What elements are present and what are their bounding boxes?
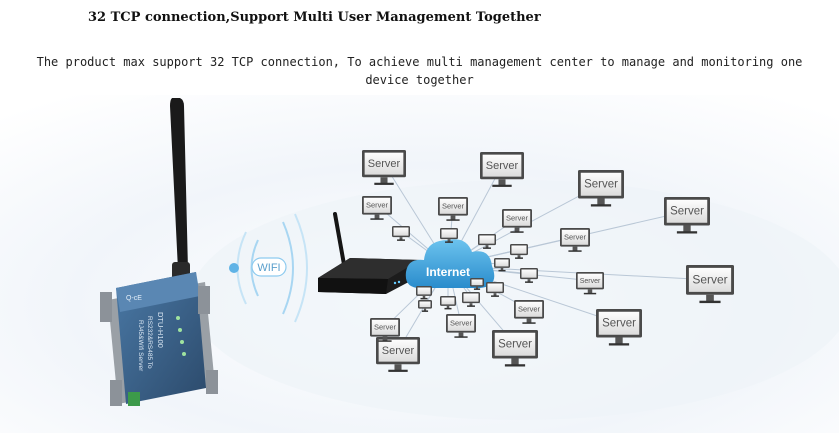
router-icon [318,212,420,294]
server-icon: Server [686,265,734,304]
server-label: Server [670,206,704,218]
wifi-label: WIFI [257,262,280,274]
server-icon [418,300,432,312]
server-label: Server [506,214,529,223]
server-label: Server [366,201,389,210]
server-icon: Server [596,309,642,346]
server-label: Server [584,179,618,191]
server-icon [478,234,496,249]
wifi-signal-icon: WIFI [229,213,308,323]
server-label: Server [374,323,397,332]
server-label: Server [450,319,473,328]
device-model: DTU-H100 [156,312,165,348]
internet-label: Internet [426,265,470,279]
server-icon: Server [438,197,468,221]
server-label: Server [368,158,401,170]
server-label: Server [382,345,415,357]
server-label: Server [518,305,541,314]
server-icon: Server [446,314,476,338]
server-icon: Server [370,318,400,342]
device-line1: RS232&RS485 To [146,316,153,369]
server-label: Server [692,272,727,286]
server-icon [520,268,538,283]
server-icon: Server [578,170,624,207]
server-icon [392,226,410,241]
server-icon [470,278,484,290]
server-icon: Server [576,272,604,295]
server-icon: Server [480,152,524,187]
server-icon [462,292,480,307]
device-line2: RJ45&Wifi Server [137,320,144,372]
page-description: The product max support 32 TCP connectio… [36,55,803,87]
server-icon: Server [560,228,590,252]
server-icon: Server [514,300,544,324]
server-label: Server [498,339,532,351]
server-icon: Server [664,197,710,234]
server-icon: Server [376,337,420,372]
server-icon [510,244,528,259]
server-icon: Server [492,330,538,367]
server-icon: Server [362,196,392,220]
server-icon: Server [502,209,532,233]
server-label: Server [486,160,519,172]
server-label: Server [602,318,636,330]
device-brand: Q-cE [126,295,142,302]
dtu-device: Q-cE DTU-H100 RS232&RS485 To RJ45&Wifi S… [100,272,218,406]
server-icon: Server [362,150,406,185]
server-label: Server [580,278,601,285]
server-icon [440,228,458,243]
server-label: Server [442,202,465,211]
server-icon [494,258,510,272]
internet-cloud-icon: Internet [405,239,495,288]
page-title: 32 TCP connection,Support Multi User Man… [88,10,541,25]
server-icon [440,296,456,310]
background-haze [190,180,839,420]
server-icon [486,282,504,297]
server-label: Server [564,233,587,242]
server-icon [416,286,432,300]
